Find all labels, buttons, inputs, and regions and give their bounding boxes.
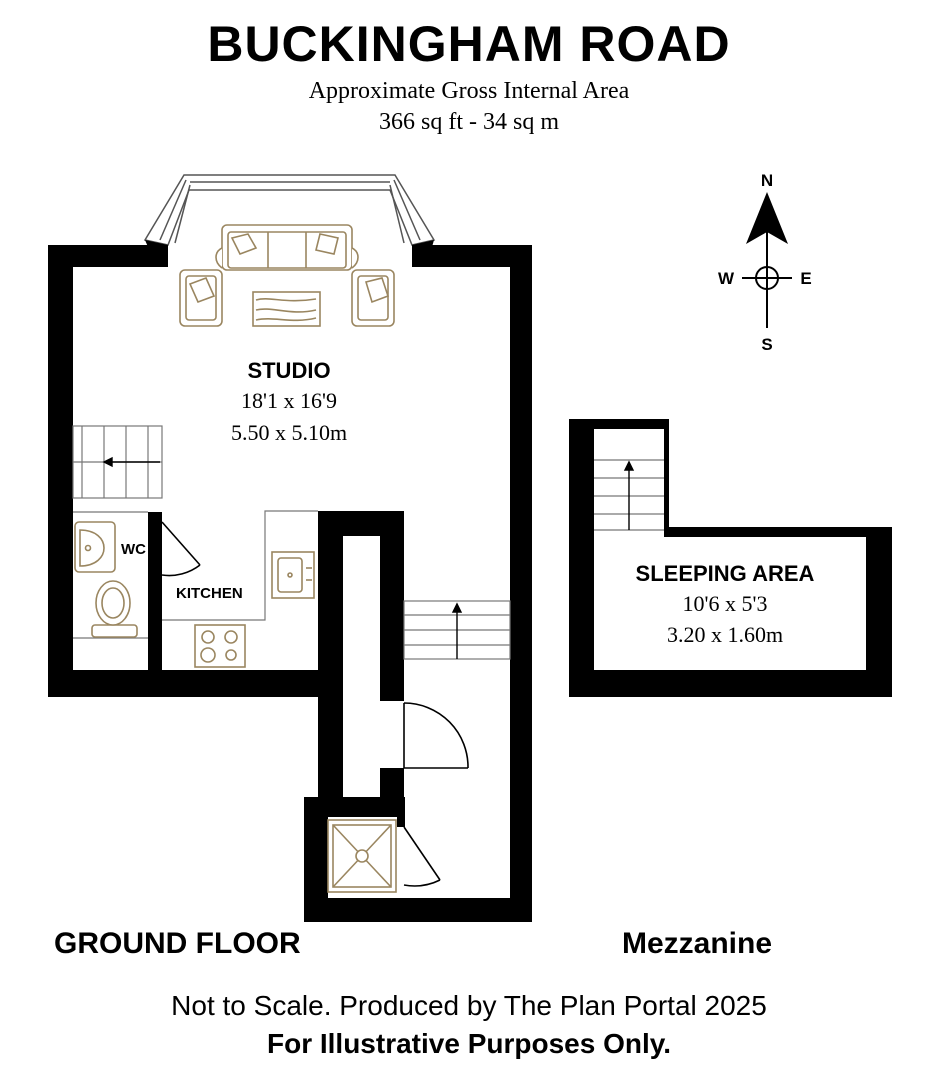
sleeping-area-imperial: 10'6 x 5'3 <box>683 591 768 616</box>
bay-window-wall <box>145 240 434 267</box>
kitchen-sink-icon <box>271 551 315 599</box>
mezzanine-stair-arrow <box>623 460 635 530</box>
compass-icon: N E S W <box>718 171 812 354</box>
plan-title: BUCKINGHAM ROAD <box>207 16 731 72</box>
studio-metric: 5.50 x 5.10m <box>231 420 347 445</box>
shower-tray-icon <box>327 819 397 893</box>
doors <box>161 521 469 887</box>
area-value: 366 sq ft - 34 sq m <box>379 109 559 135</box>
hob-icon <box>194 624 246 668</box>
armchair-right-icon <box>351 269 395 327</box>
armchair-left-icon <box>179 269 223 327</box>
ground-floor-walls <box>48 245 532 922</box>
studio-imperial: 18'1 x 16'9 <box>241 388 337 413</box>
toilet-icon <box>91 580 138 638</box>
compass-n: N <box>761 171 773 190</box>
sleeping-area-label: SLEEPING AREA <box>636 561 815 586</box>
sofa-icon <box>215 224 359 271</box>
mezzanine-walls <box>569 419 892 697</box>
disclaimer-line-1: Not to Scale. Produced by The Plan Porta… <box>171 990 767 1021</box>
area-caption: Approximate Gross Internal Area <box>308 78 630 104</box>
stair-arrows <box>102 456 463 659</box>
compass-w: W <box>718 269 735 288</box>
ground-floor-label: GROUND FLOOR <box>54 927 301 960</box>
disclaimer-line-2: For Illustrative Purposes Only. <box>266 1028 672 1059</box>
kitchen-label: KITCHEN <box>176 585 243 602</box>
wc-label: WC <box>121 541 146 558</box>
coffee-table-icon <box>252 291 321 327</box>
sink-icon <box>74 521 116 573</box>
mezzanine-label: Mezzanine <box>622 927 773 960</box>
sleeping-area-metric: 3.20 x 1.60m <box>667 622 783 647</box>
studio-label: STUDIO <box>247 358 330 383</box>
compass-e: E <box>800 269 811 288</box>
compass-s: S <box>761 335 772 354</box>
